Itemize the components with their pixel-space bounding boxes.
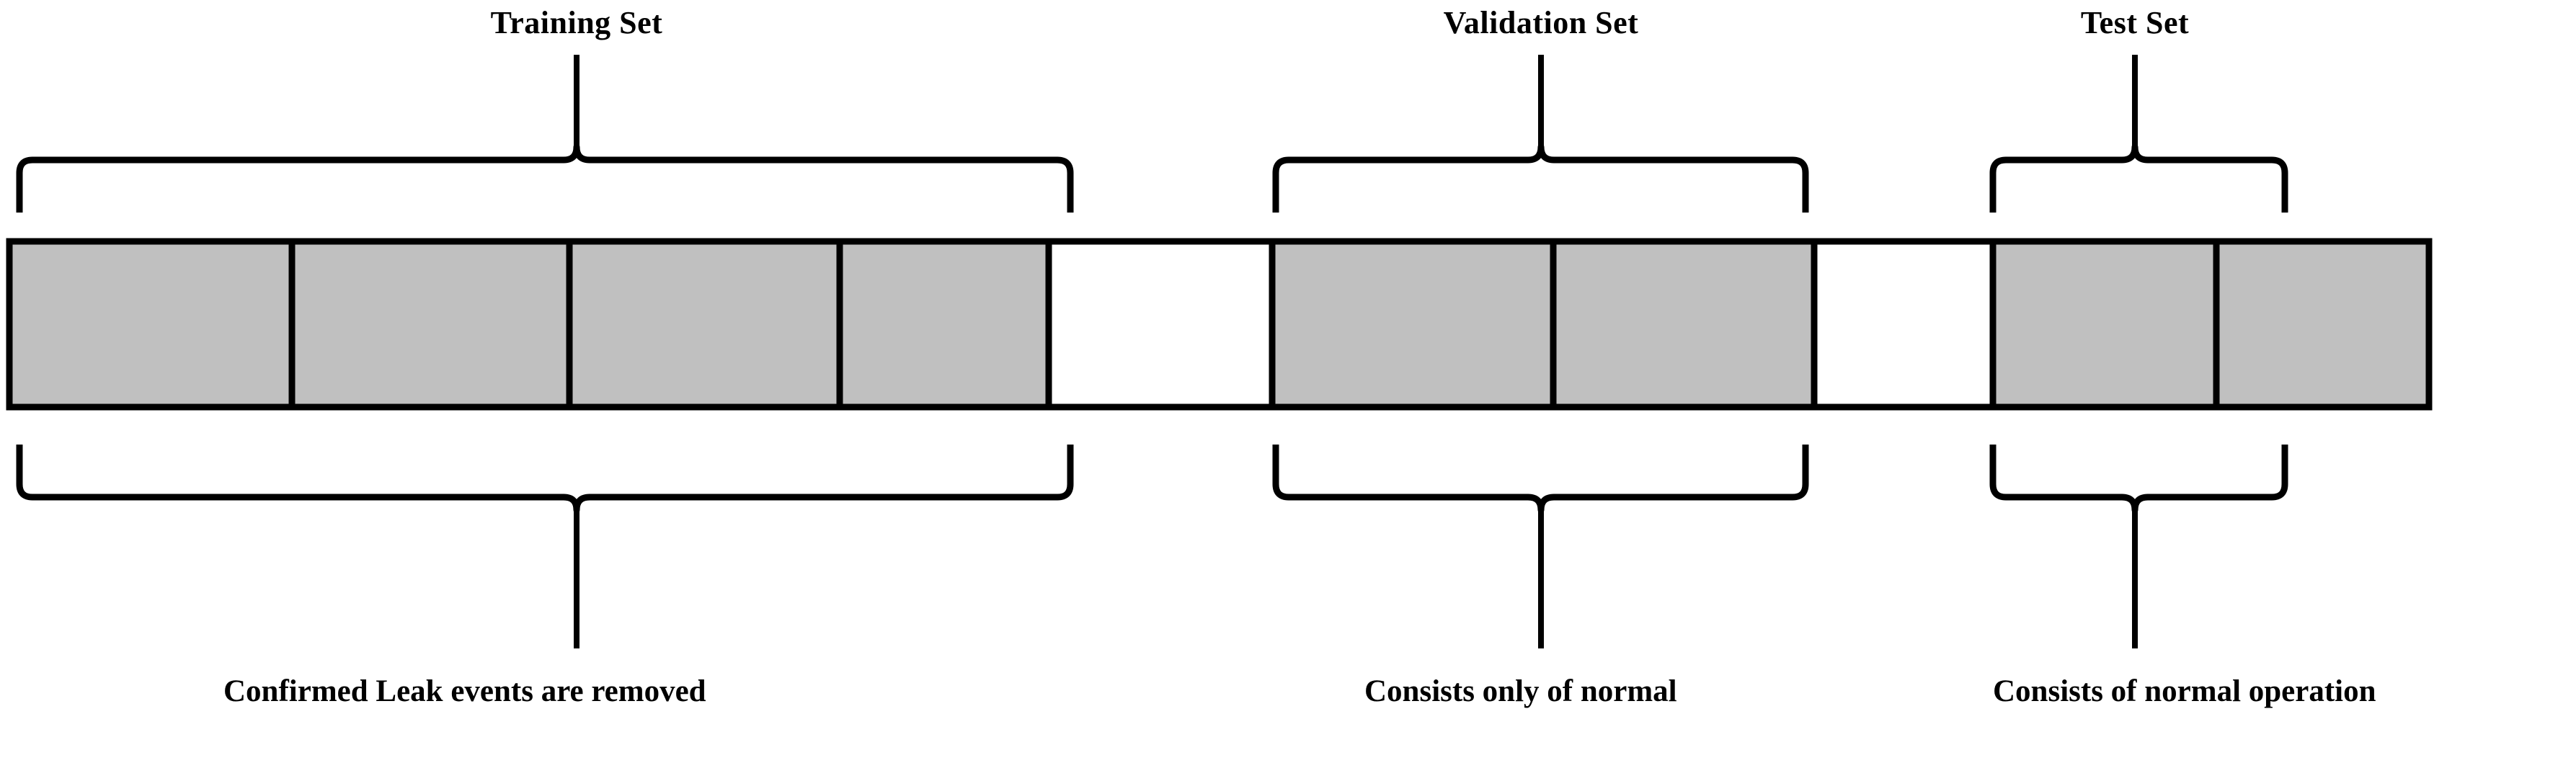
timeline-block — [836, 238, 1052, 411]
timeline-gap-block — [1045, 238, 1276, 411]
label-test-set: Test Set — [2080, 5, 2190, 40]
timeline-blocks — [6, 238, 2433, 411]
description-line: Consists only of normal — [1364, 674, 1677, 708]
description-validation-set: Consists only of normal operation data — [1364, 598, 1677, 763]
label-training-set: Training Set — [490, 5, 663, 40]
bottom-brace-training — [16, 445, 1074, 648]
description-line: Consists of normal operation — [1993, 674, 2376, 708]
timeline-block — [1550, 238, 1818, 411]
timeline-block — [6, 238, 296, 411]
description-line: Confirmed Leak events are removed — [223, 674, 706, 708]
timeline-block — [288, 238, 573, 411]
bottom-brace-test — [1989, 445, 2288, 648]
description-training-set: Confirmed Leak events are removed Servic… — [223, 598, 706, 763]
timeline-block — [566, 238, 843, 411]
timeline-block — [1269, 238, 1557, 411]
label-validation-set: Validation Set — [1443, 5, 1639, 40]
timeline-gap-block — [1811, 238, 1997, 411]
top-brace-training — [16, 55, 1074, 213]
timeline-block — [1989, 238, 2220, 411]
bottom-brace-validation — [1272, 445, 1809, 648]
top-brace-validation — [1272, 55, 1809, 213]
timeline-block — [2213, 238, 2433, 411]
top-brace-test — [1989, 55, 2288, 213]
description-test-set: Consists of normal operation data and Le… — [1993, 598, 2376, 763]
